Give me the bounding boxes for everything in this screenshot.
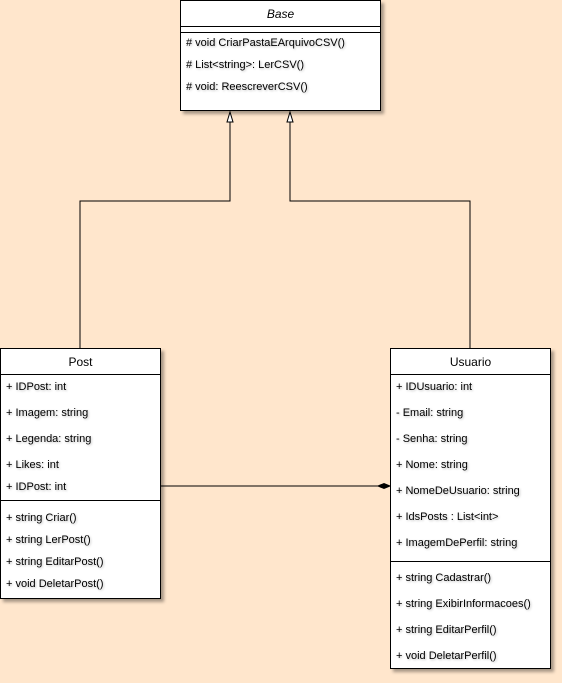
method-item: + string EditarPost() [6, 556, 104, 568]
attribute-item: + NomeDeUsuario: string [396, 485, 520, 497]
method-item: + string LerPost() [6, 534, 91, 546]
method-item: + void DeletarPost() [6, 578, 104, 590]
class-base-methods: # void CriarPastaEArquivoCSV() # List<st… [181, 32, 380, 111]
class-post-attributes: + IDPost: int + Imagem: string + Legenda… [1, 375, 160, 500]
attribute-item: + Imagem: string [6, 407, 89, 419]
class-post[interactable]: Post + IDPost: int + Imagem: string + Le… [0, 348, 161, 599]
method-item: # void: ReescreverCSV() [186, 81, 308, 93]
class-base-name: Base [181, 1, 380, 27]
class-base[interactable]: Base # void CriarPastaEArquivoCSV() # Li… [180, 0, 381, 111]
attribute-item: + Legenda: string [6, 433, 92, 445]
class-post-methods: + string Criar() + string LerPost() + st… [1, 500, 160, 598]
attribute-item: + IDPost: int [6, 381, 67, 393]
attribute-item: + IdsPosts : List<int> [396, 511, 499, 523]
class-post-name: Post [1, 349, 160, 375]
attribute-item: - Senha: string [396, 433, 468, 445]
inheritance-arrowhead-post-base [226, 110, 234, 123]
method-item: + string EditarPerfil() [396, 624, 497, 636]
attribute-item: + Nome: string [396, 459, 468, 471]
inheritance-arrowhead-usuario-base [286, 110, 294, 123]
attribute-item: + Likes: int [6, 459, 59, 471]
method-item: # List<string>: LerCSV() [186, 59, 304, 71]
attribute-item: + IDUsuario: int [396, 381, 473, 393]
method-item: # void CriarPastaEArquivoCSV() [186, 37, 345, 49]
attribute-item: + ImagemDePerfil: string [396, 537, 518, 549]
composition-diamond [376, 482, 392, 490]
class-usuario-name: Usuario [391, 349, 550, 375]
attribute-item: + IDPost: int [6, 481, 67, 493]
class-usuario-attributes: + IDUsuario: int - Email: string - Senha… [391, 375, 550, 561]
attribute-item: - Email: string [396, 407, 464, 419]
method-item: + string ExibirInformacoes() [396, 598, 531, 610]
class-usuario-methods: + string Cadastrar() + string ExibirInfo… [391, 561, 550, 669]
method-item: + void DeletarPerfil() [396, 650, 497, 662]
inheritance-line-usuario-base [289, 122, 471, 348]
method-item: + string Cadastrar() [396, 572, 492, 584]
method-item: + string Criar() [6, 512, 77, 524]
inheritance-line-post-base [79, 122, 231, 348]
class-usuario[interactable]: Usuario + IDUsuario: int - Email: string… [390, 348, 551, 669]
